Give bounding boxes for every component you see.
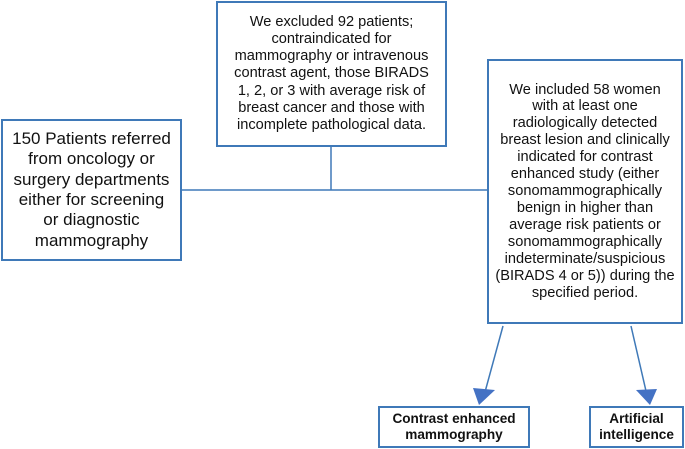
artificial-intelligence-box: Artificial intelligence	[589, 406, 684, 448]
arrow-line-to-cem	[484, 325, 504, 393]
exclusion-criteria-box: We excluded 92 patients; contraindicated…	[216, 1, 447, 147]
arrowhead-to-cem	[473, 388, 495, 405]
source-population-box: 150 Patients referred from oncology or s…	[1, 119, 182, 261]
arrow-line-to-ai	[630, 325, 647, 392]
arrowhead-to-ai	[636, 389, 657, 405]
contrast-enhanced-mammography-box: Contrast enhanced mammography	[378, 406, 530, 448]
inclusion-criteria-box: We included 58 women with at least one r…	[487, 59, 683, 324]
